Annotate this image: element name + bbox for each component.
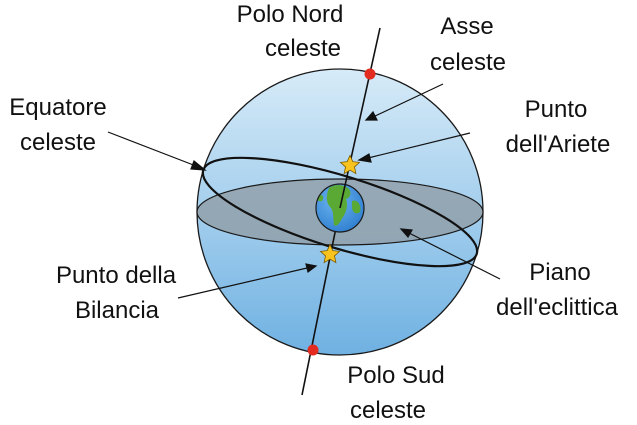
libra-point-star	[319, 243, 341, 264]
celestial-axis-upper	[339, 27, 381, 209]
arrow-axis-head	[364, 110, 378, 121]
label-ecliptic-line2: dell'eclittica	[496, 294, 619, 321]
arrow-libra	[177, 267, 308, 299]
arrow-libra-head	[305, 263, 318, 274]
north-pole-dot	[364, 68, 376, 80]
arrow-ecliptic-head	[399, 228, 413, 239]
label-south-pole-line2: celeste	[350, 397, 426, 424]
label-axis-line1: Asse	[440, 13, 493, 40]
arrow-ecliptic	[408, 232, 501, 280]
celestial-axis-lower	[301, 207, 341, 396]
south-pole-dot	[307, 344, 319, 356]
label-aries-line1: Punto	[525, 96, 588, 123]
aries-point-star	[339, 154, 361, 175]
label-libra-line2: Bilancia	[75, 297, 160, 324]
label-ecliptic-line1: Piano	[529, 259, 590, 286]
arrow-axis	[372, 83, 444, 118]
label-north-pole-line1: Polo Nord	[237, 1, 344, 28]
arrow-aries-head	[357, 153, 372, 163]
arrow-aries	[367, 132, 471, 159]
label-equator-line1: Equatore	[9, 94, 106, 121]
arrow-equator	[107, 131, 197, 167]
label-north-pole-line2: celeste	[265, 35, 341, 62]
label-aries-line2: dell'Ariete	[506, 131, 611, 158]
earth-icon	[315, 183, 365, 233]
label-south-pole-line1: Polo Sud	[347, 362, 444, 389]
label-equator-line2: celeste	[20, 129, 96, 156]
arrow-equator-head	[190, 160, 207, 171]
label-axis-line2: celeste	[430, 49, 506, 76]
pointer-arrows	[107, 83, 501, 299]
label-libra-line1: Punto della	[56, 262, 177, 289]
